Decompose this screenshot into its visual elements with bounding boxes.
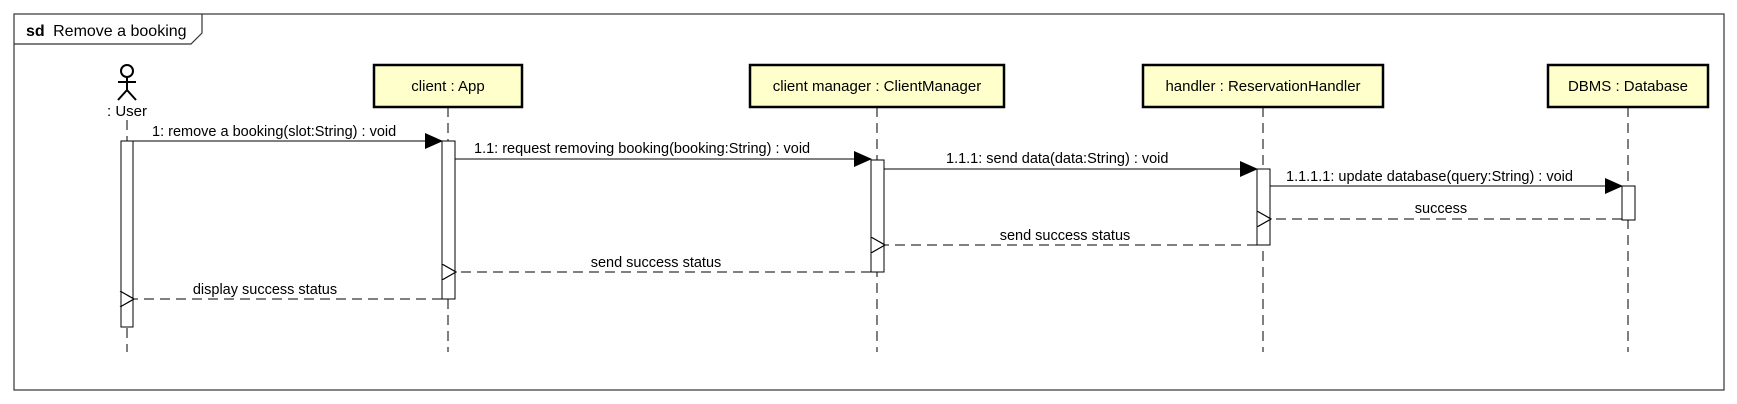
activation-client-manager — [870, 159, 885, 273]
reply-app-to-user-label: display success status — [193, 282, 337, 298]
frame-title: sd Remove a booking — [26, 23, 187, 40]
actor-user: : User — [107, 64, 147, 120]
activation-database — [1621, 185, 1636, 221]
reply-manager-to-app-label: send success status — [591, 255, 722, 271]
participant-app-box — [372, 63, 524, 109]
participant-database-label: DBMS : Database — [1568, 78, 1688, 95]
participant-reservation-handler-label: handler : ReservationHandler — [1165, 78, 1360, 95]
actor-label: : User — [107, 103, 147, 120]
activation-app — [441, 140, 456, 300]
participant-client-manager-box — [748, 63, 1006, 109]
participant-database-box — [1546, 63, 1710, 109]
participant-app-label: client : App — [411, 78, 484, 95]
participant-app: client : App — [372, 63, 524, 109]
activation-reservation-handler — [1256, 168, 1271, 246]
participant-client-manager: client manager : ClientManager — [748, 63, 1006, 109]
participant-reservation-handler-box — [1141, 63, 1385, 109]
message-1-1-label: 1.1: request removing booking(booking:St… — [474, 141, 810, 157]
message-1-1-1-label: 1.1.1: send data(data:String) : void — [946, 151, 1168, 167]
participant-reservation-handler: handler : ReservationHandler — [1141, 63, 1385, 109]
frame-keyword: sd — [26, 23, 45, 40]
frame-tab — [14, 14, 203, 45]
message-1-1-1-1-label: 1.1.1.1: update database(query:String) :… — [1286, 169, 1573, 185]
activation-user — [120, 140, 134, 328]
participant-database: DBMS : Database — [1546, 63, 1710, 109]
frame-name: Remove a booking — [53, 23, 186, 40]
frame-border — [13, 13, 1725, 391]
reply-handler-to-manager-label: send success status — [1000, 228, 1131, 244]
participant-client-manager-label: client manager : ClientManager — [773, 78, 981, 95]
message-1-label: 1: remove a booking(slot:String) : void — [152, 124, 396, 140]
stick-figure-icon — [117, 64, 137, 101]
reply-success-label: success — [1415, 201, 1467, 217]
